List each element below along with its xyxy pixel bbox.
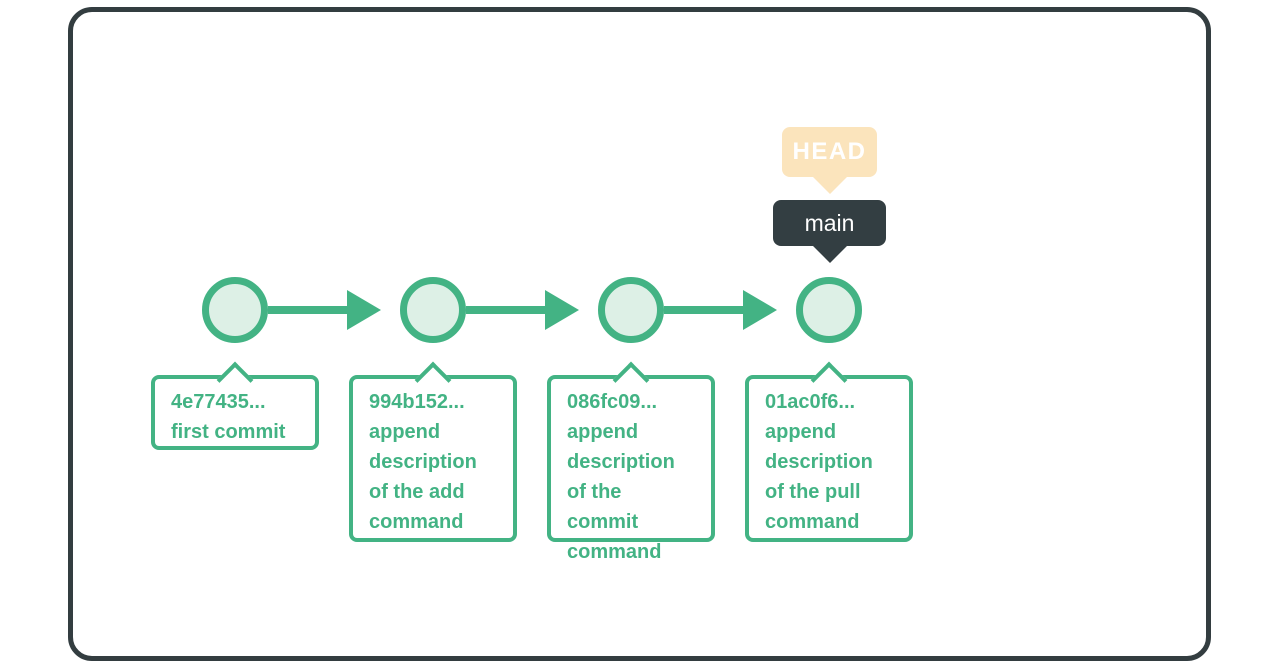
arrow-right-icon [545,290,579,330]
commit-callout: 086fc09... append description of the com… [547,361,715,563]
arrow-right-icon [743,290,777,330]
commit-message: append description of the commit command [567,421,675,563]
commit-node [400,277,466,343]
branch-badge: main [773,200,886,263]
commit-node [796,277,862,343]
commit-message: first commit [171,421,286,443]
branch-badge-label: main [804,209,855,236]
commit-hash: 4e77435... [171,391,266,413]
head-badge: HEAD [782,127,877,194]
diagram-frame [68,7,1211,661]
commit-callout: 4e77435... first commit [151,361,319,450]
arrow-right-icon [466,306,545,314]
commit-message: append description of the pull command [765,421,873,533]
commit-hash: 994b152... [369,391,465,413]
arrow-right-icon [664,306,743,314]
arrow-right-icon [268,306,347,314]
commit-node [202,277,268,343]
head-badge-label: HEAD [792,138,867,165]
commit-message: append description of the add command [369,421,477,533]
commit-node [598,277,664,343]
commit-hash: 01ac0f6... [765,391,856,413]
commit-callout: 994b152... append description of the add… [349,361,517,542]
commit-hash: 086fc09... [567,391,658,413]
arrow-right-icon [347,290,381,330]
commit-callout: 01ac0f6... append description of the pul… [745,361,913,542]
